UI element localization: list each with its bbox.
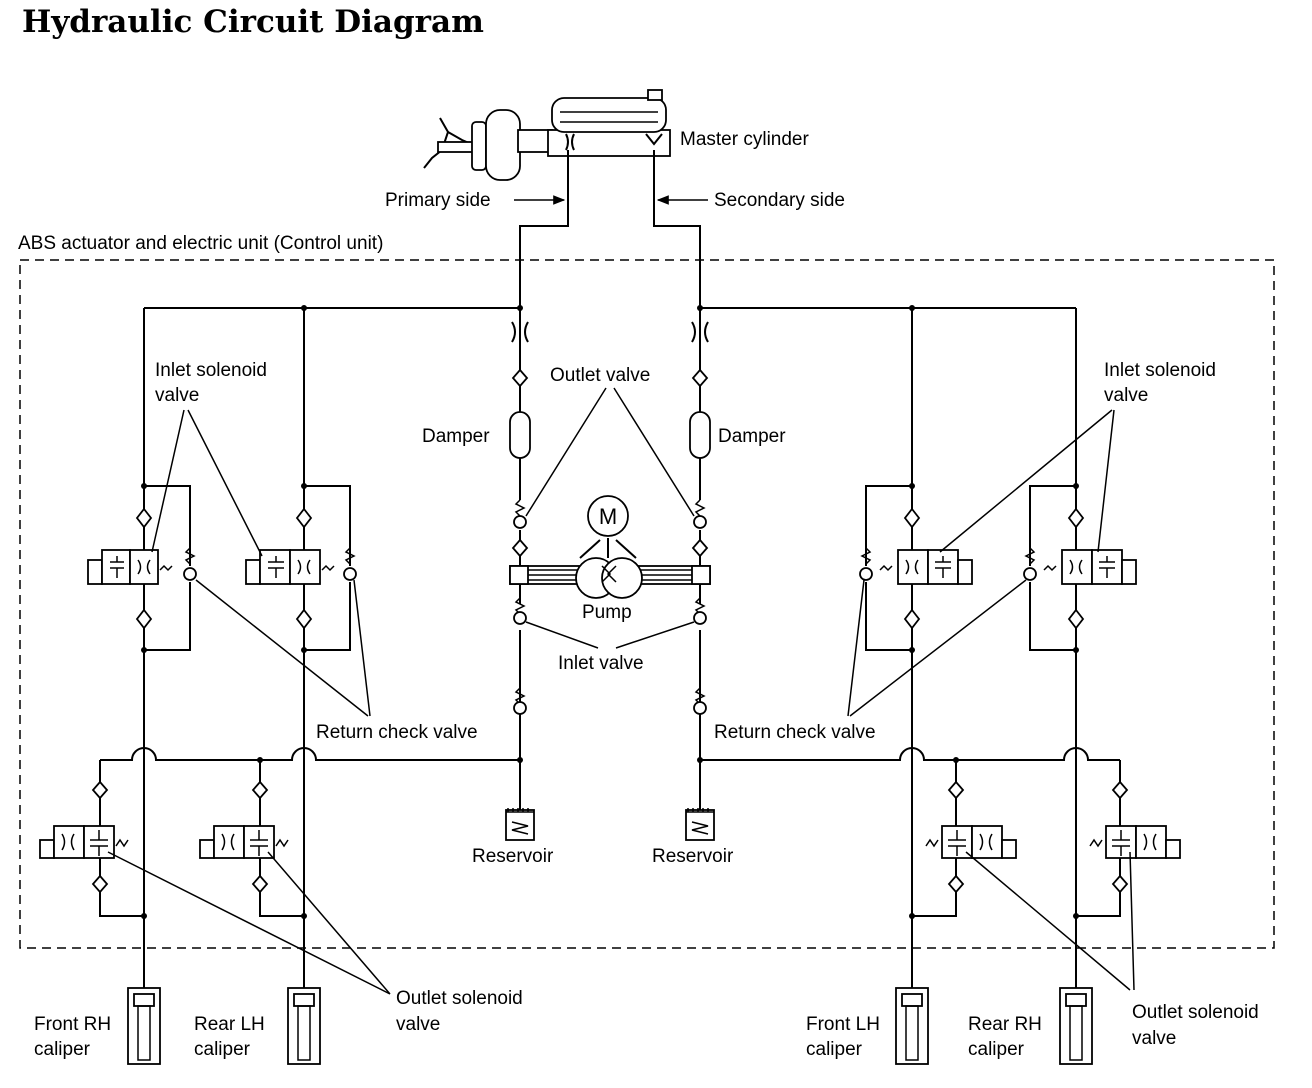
pump-circuit [509,308,711,760]
return-check-left-label: Return check valve [316,722,478,743]
master-cylinder-assembly [423,89,671,181]
rear-rh-caliper-label-line1: Rear RH [968,1014,1042,1035]
caliper-rear-lh [287,987,321,1065]
return-check-right-label: Return check valve [714,722,876,743]
wheel-lines [143,308,1077,988]
caliper-front-rh [127,987,161,1065]
reservoir-right [685,760,715,841]
front-lh-caliper-label-line2: caliper [806,1039,863,1060]
secondary-side-label: Secondary side [714,190,845,211]
reservoir-left-label: Reservoir [472,846,554,867]
front-rh-caliper-label-line2: caliper [34,1039,91,1060]
front-lh-caliper-label-line1: Front LH [806,1014,880,1035]
inlet-valve-label: Inlet valve [558,653,644,674]
reservoir-right-label: Reservoir [652,846,734,867]
outlet-solenoid-left-label-line2: valve [396,1014,440,1035]
inlet-solenoid-valve-rear-rh [1023,483,1137,653]
inlet-solenoid-left-label-line2: valve [155,385,199,406]
outlet-solenoid-valve-rear-rh [1073,760,1181,919]
diagram-title: Hydraulic Circuit Diagram [22,4,484,40]
pump-motor-icon [587,495,629,537]
inlet-solenoid-right-label-line2: valve [1104,385,1148,406]
inlet-solenoid-valve-rear-lh [245,483,357,653]
inlet-solenoid-right-label-line1: Inlet solenoid [1104,360,1216,381]
front-rh-caliper-label-line1: Front RH [34,1014,111,1035]
pump-label: Pump [582,602,632,623]
rear-lh-caliper-label-line2: caliper [194,1039,251,1060]
inlet-solenoid-valve-front-lh [859,483,973,653]
master-cylinder-label: Master cylinder [680,129,809,150]
outlet-solenoid-left-label-line1: Outlet solenoid [396,988,523,1009]
outlet-solenoid-valve-rear-lh [199,760,307,919]
return-line [100,747,1120,763]
caliper-front-lh [895,987,929,1065]
damper-right-label: Damper [718,426,786,447]
abs-unit-boundary [19,259,1275,949]
caliper-rear-rh [1059,987,1093,1065]
rear-rh-caliper-label-line2: caliper [968,1039,1025,1060]
outlet-valve-label: Outlet valve [550,365,650,386]
rear-lh-caliper-label-line1: Rear LH [194,1014,265,1035]
damper-left-label: Damper [422,426,490,447]
reservoir-left [505,760,535,841]
outlet-solenoid-valve-front-rh [39,760,147,919]
primary-side-label: Primary side [385,190,491,211]
pump-motor-label: M [599,504,617,529]
inlet-solenoid-left-label-line1: Inlet solenoid [155,360,267,381]
inlet-solenoid-valve-front-rh [87,483,197,653]
abs-unit-label: ABS actuator and electric unit (Control … [18,233,383,254]
outlet-solenoid-right-label-line2: valve [1132,1028,1176,1049]
outlet-solenoid-valve-front-lh [909,760,1017,919]
outlet-solenoid-right-label-line1: Outlet solenoid [1132,1002,1259,1023]
